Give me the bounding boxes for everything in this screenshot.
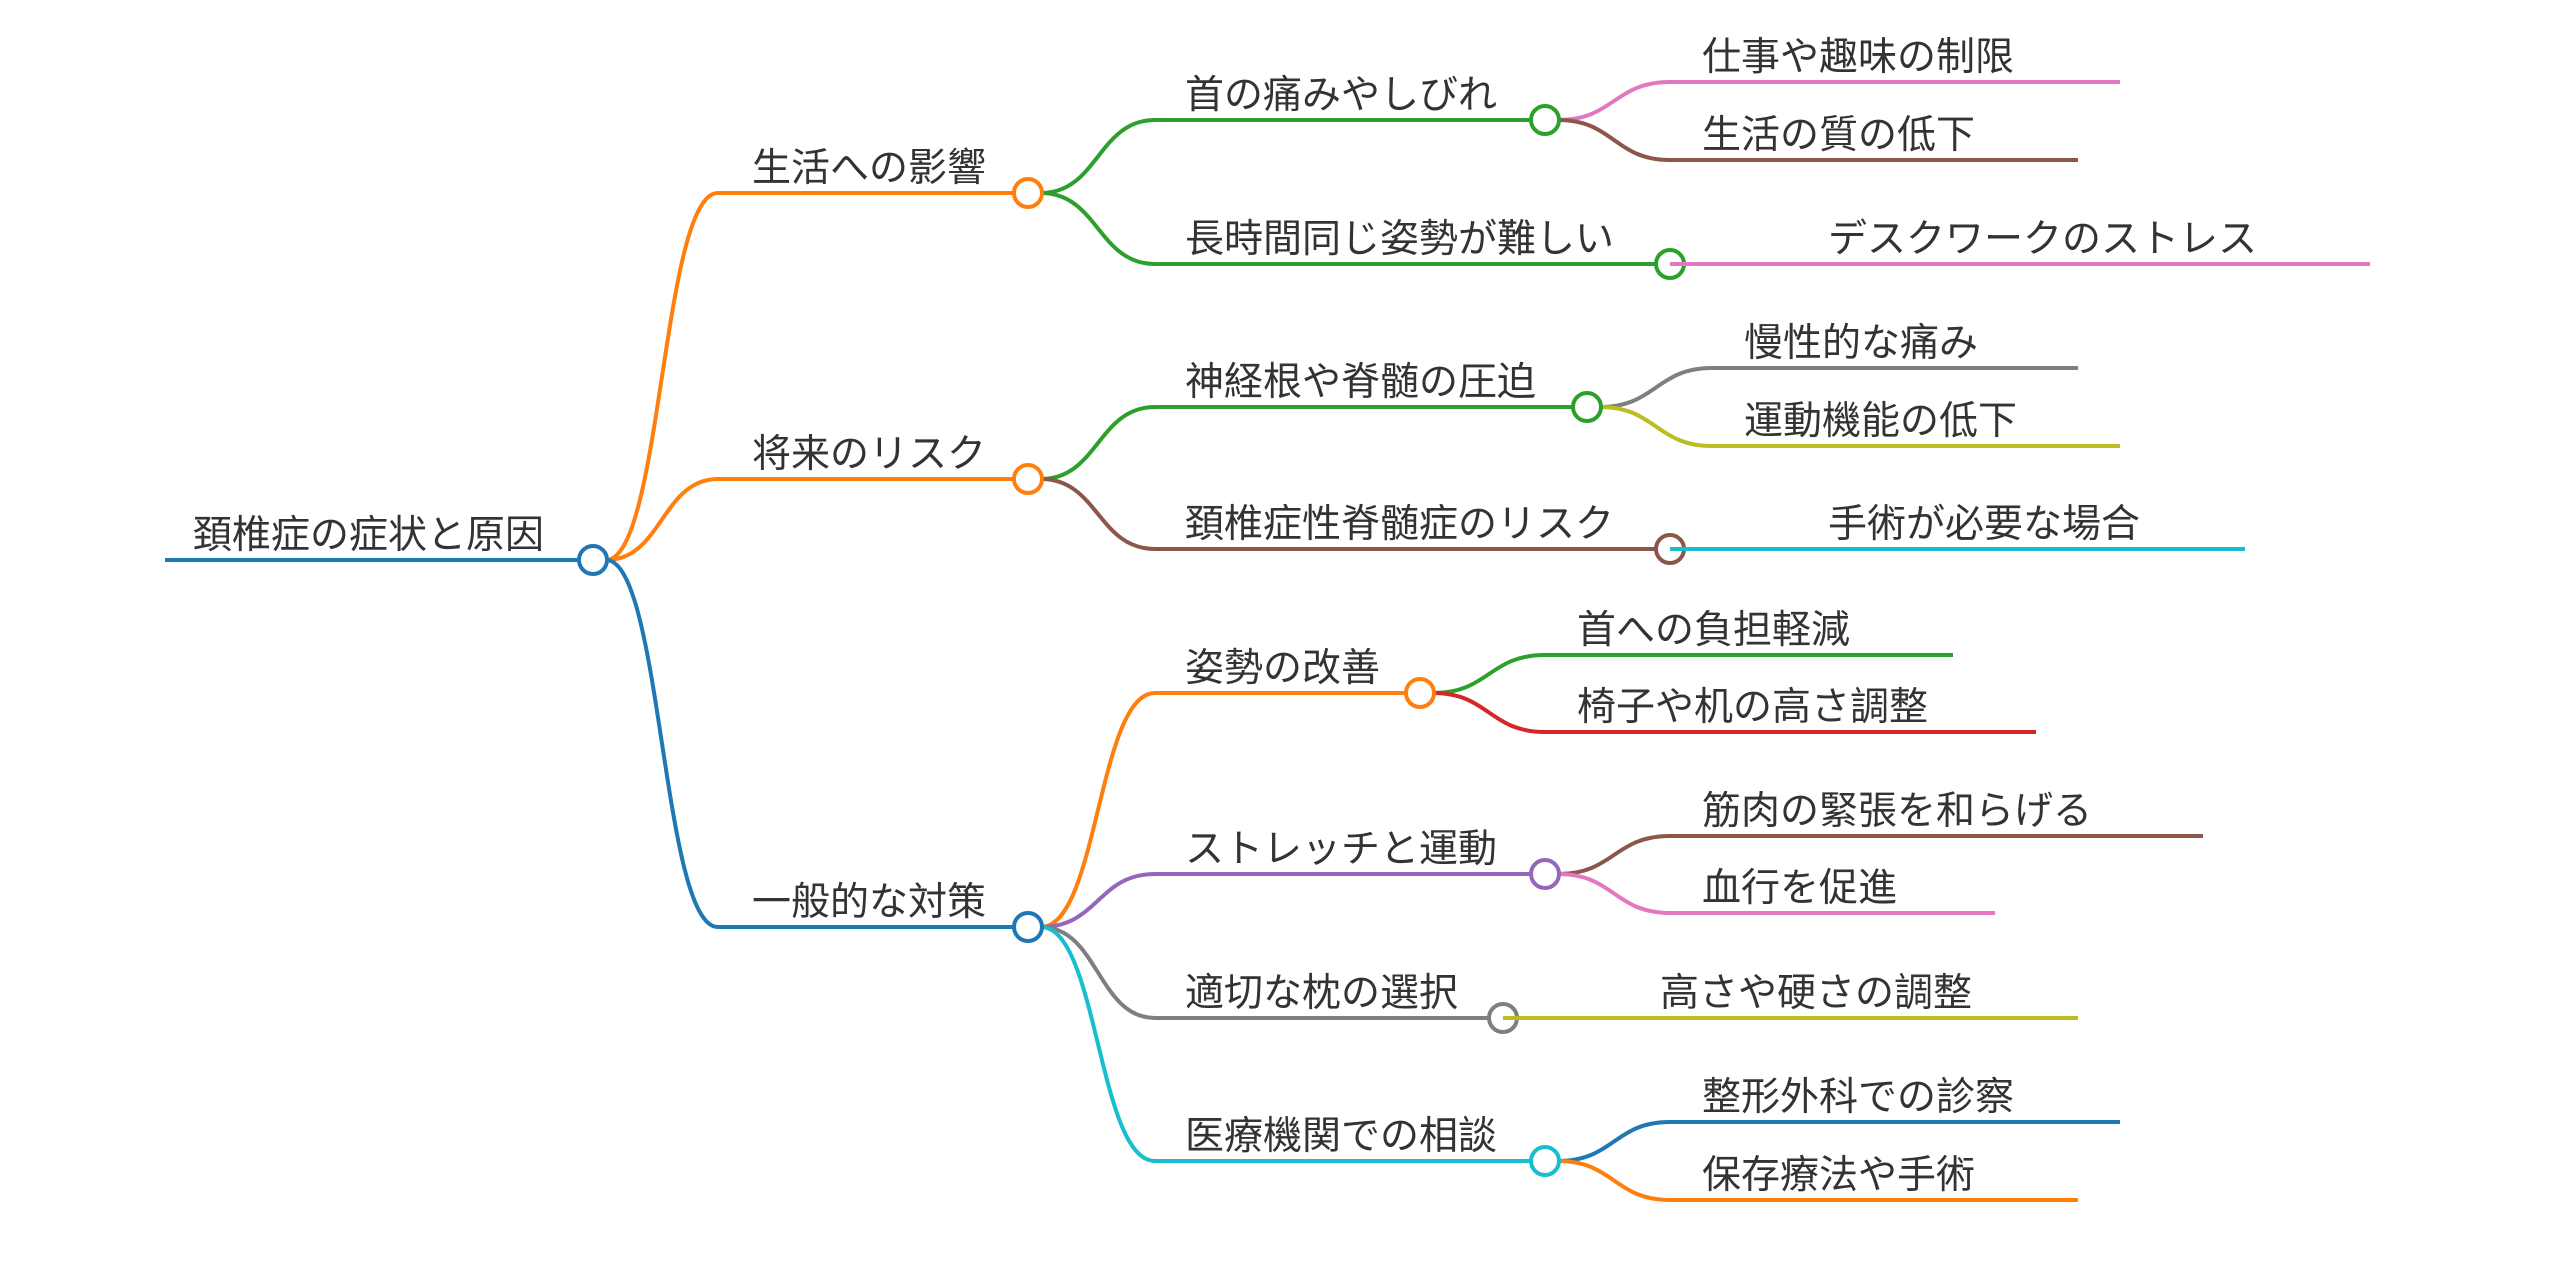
collapse-toggle-icon[interactable] (1571, 391, 1603, 423)
edge-root-to-n1 (605, 191, 719, 562)
mindmap-node[interactable]: 首への負担軽減 (1545, 608, 1953, 657)
mindmap-node[interactable]: 頚椎症性脊髄症のリスク (1155, 502, 1686, 565)
edge-n2-to-n2a (1040, 405, 1156, 481)
collapse-toggle-icon[interactable] (1529, 858, 1561, 890)
edge-n3-to-n3b (1040, 872, 1156, 929)
node-label: 適切な枕の選択 (1185, 971, 1458, 1016)
edge-n2a-to-n2a2 (1599, 405, 1713, 448)
mindmap-node[interactable]: 慢性的な痛み (1712, 321, 2078, 370)
mindmap-node[interactable]: 整形外科での診察 (1670, 1075, 2120, 1124)
edge-n3b-to-n3b1 (1557, 834, 1671, 876)
edge-n1a-to-n1a2 (1557, 118, 1671, 162)
edge-n3a-to-n3a1 (1432, 653, 1546, 695)
edge-n1-to-n1a (1040, 118, 1156, 195)
mindmap-node[interactable]: 仕事や趣味の制限 (1670, 35, 2120, 84)
edge-n3d-to-n3d1 (1557, 1120, 1671, 1163)
mindmap-node[interactable]: 高さや硬さの調整 (1503, 971, 2078, 1020)
node-label: 神経根や脊髄の圧迫 (1185, 360, 1536, 405)
edge-n3a-to-n3a2 (1432, 691, 1546, 734)
edge-n3d-to-n3d2 (1557, 1159, 1671, 1202)
collapse-toggle-icon[interactable] (1529, 104, 1561, 136)
node-label: デスクワークのストレス (1828, 217, 2257, 262)
mindmap-node[interactable]: 椅子や机の高さ調整 (1545, 685, 2036, 734)
mindmap-node[interactable]: ストレッチと運動 (1155, 827, 1561, 890)
mindmap-node[interactable]: 首の痛みやしびれ (1155, 73, 1561, 136)
collapse-toggle-icon[interactable] (577, 544, 609, 576)
edge-n3-to-n3d (1040, 925, 1156, 1163)
collapse-toggle-icon[interactable] (1404, 677, 1436, 709)
root-node[interactable]: 頚椎症の症状と原因 (165, 513, 609, 576)
edge-n2-to-n2b (1040, 477, 1156, 551)
node-label: 整形外科での診察 (1702, 1075, 2014, 1120)
mindmap-node[interactable]: 筋肉の緊張を和らげる (1670, 789, 2203, 838)
node-label: 慢性的な痛み (1744, 321, 1978, 366)
edge-n3b-to-n3b2 (1557, 872, 1671, 915)
edge-n3-to-n3c (1040, 925, 1156, 1020)
mindmap-node[interactable]: 手術が必要な場合 (1670, 502, 2245, 551)
collapse-toggle-icon[interactable] (1012, 463, 1044, 495)
collapse-toggle-icon[interactable] (1012, 177, 1044, 209)
mindmap-node[interactable]: 生活への影響 (718, 146, 1044, 209)
collapse-toggle-icon[interactable] (1012, 911, 1044, 943)
node-label: 仕事や趣味の制限 (1702, 35, 2014, 80)
edge-n3-to-n3a (1040, 691, 1156, 929)
node-label: 医療機関での相談 (1185, 1114, 1497, 1159)
node-label: 生活への影響 (752, 146, 986, 191)
node-label: 長時間同じ姿勢が難しい (1185, 217, 1614, 262)
node-label: 生活の質の低下 (1702, 113, 1975, 158)
node-label: 筋肉の緊張を和らげる (1702, 789, 2092, 834)
mindmap-node[interactable]: 運動機能の低下 (1712, 399, 2120, 448)
node-label: 手術が必要な場合 (1828, 502, 2140, 547)
node-label: 血行を促進 (1702, 866, 1897, 911)
node-label: 頚椎症の症状と原因 (193, 513, 544, 558)
mindmap-node[interactable]: 一般的な対策 (718, 880, 1044, 943)
edge-root-to-n3 (605, 558, 719, 929)
mindmap-node[interactable]: 保存療法や手術 (1670, 1153, 2078, 1202)
node-label: 姿勢の改善 (1185, 646, 1380, 691)
mindmap-node[interactable]: 神経根や脊髄の圧迫 (1155, 360, 1603, 423)
edges-layer (605, 80, 1713, 1202)
node-label: 高さや硬さの調整 (1660, 971, 1972, 1016)
nodes-layer: 頚椎症の症状と原因 生活への影響 首の痛みやしびれ 仕事や趣味の制限生活の質の低下長時… (165, 35, 2370, 1202)
mindmap-node[interactable]: 将来のリスク (718, 432, 1044, 495)
edge-n1-to-n1b (1040, 191, 1156, 266)
node-label: 一般的な対策 (752, 880, 986, 925)
mindmap-node[interactable]: 長時間同じ姿勢が難しい (1155, 217, 1686, 280)
node-label: 椅子や机の高さ調整 (1577, 685, 1928, 730)
mindmap-node[interactable]: 適切な枕の選択 (1155, 971, 1519, 1034)
mindmap-node[interactable]: 血行を促進 (1670, 866, 1995, 915)
node-label: 首の痛みやしびれ (1185, 73, 1497, 118)
edge-n2a-to-n2a1 (1599, 366, 1713, 409)
node-label: ストレッチと運動 (1185, 827, 1497, 872)
mindmap-node[interactable]: 姿勢の改善 (1155, 646, 1436, 709)
node-label: 運動機能の低下 (1744, 399, 2017, 444)
edge-n1a-to-n1a1 (1557, 80, 1671, 122)
mindmap-node[interactable]: デスクワークのストレス (1670, 217, 2370, 266)
mindmap-node[interactable]: 医療機関での相談 (1155, 1114, 1561, 1177)
node-label: 将来のリスク (752, 432, 986, 477)
edge-root-to-n2 (605, 477, 719, 562)
collapse-toggle-icon[interactable] (1529, 1145, 1561, 1177)
node-label: 首への負担軽減 (1577, 608, 1850, 653)
node-label: 保存療法や手術 (1702, 1153, 1975, 1198)
node-label: 頚椎症性脊髄症のリスク (1185, 502, 1614, 547)
mindmap-node[interactable]: 生活の質の低下 (1670, 113, 2078, 162)
